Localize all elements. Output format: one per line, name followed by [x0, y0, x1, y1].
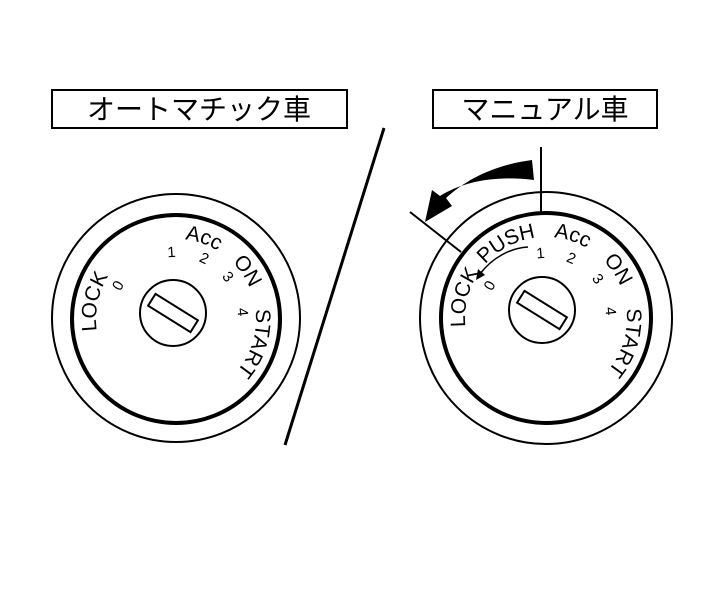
- inner-ring: [70, 213, 282, 425]
- key-barrel: [139, 279, 207, 347]
- push-label: PUSH: [473, 220, 537, 268]
- key-slot: [146, 292, 200, 334]
- position-number: 4: [233, 307, 251, 317]
- manual-title-box: マニュアル車: [432, 89, 658, 129]
- key-slot: [515, 289, 569, 331]
- automatic-title-box: オートマチック車: [51, 89, 348, 129]
- position-number: 2: [197, 249, 212, 268]
- turn-arrow-icon: [425, 160, 534, 222]
- inner-ring: [439, 211, 653, 425]
- outer-bezel: [419, 191, 673, 445]
- position-number: 0: [109, 278, 128, 294]
- position-number: 0: [481, 278, 500, 294]
- divider-line: [283, 127, 386, 446]
- push-arrowhead-icon: [476, 269, 485, 280]
- push-arc: [479, 246, 529, 275]
- position-number: 2: [564, 249, 578, 268]
- position-number: 3: [588, 271, 607, 288]
- lock-marker-line: [409, 211, 462, 253]
- manual-title: マニュアル車: [461, 93, 628, 126]
- acc-label: Acc: [553, 219, 595, 252]
- automatic-title: オートマチック車: [87, 93, 311, 126]
- position-number: 1: [536, 245, 546, 263]
- outer-bezel: [51, 193, 301, 443]
- position-number: 4: [601, 306, 619, 316]
- key-barrel: [508, 276, 576, 344]
- position-number: 1: [167, 244, 176, 262]
